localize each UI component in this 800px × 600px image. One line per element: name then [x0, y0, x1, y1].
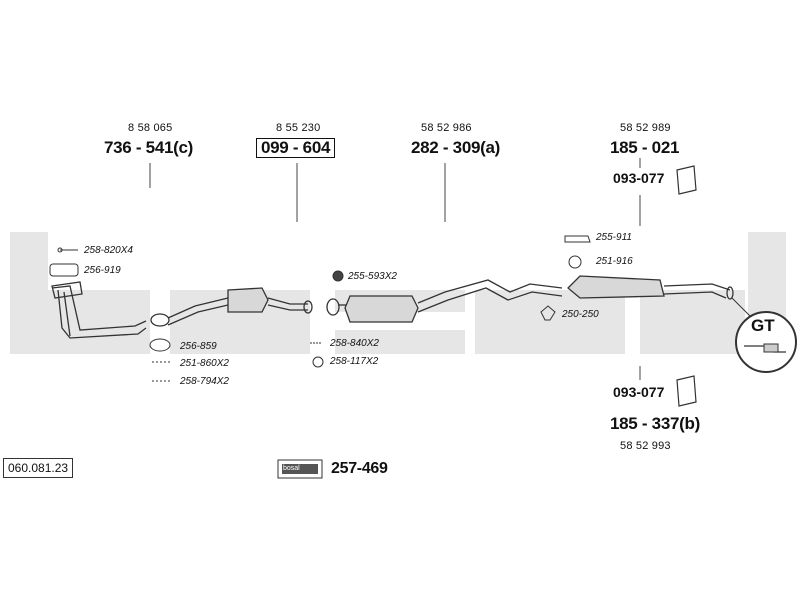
- bosal-kit-logo: [277, 459, 323, 479]
- rear-silencer-drawing: [567, 275, 734, 300]
- accessory-label[interactable]: 258-794X2: [180, 376, 229, 387]
- accessory-label[interactable]: 256-919: [84, 265, 121, 276]
- kit-logo-text: bosal: [283, 465, 300, 472]
- accessory-label[interactable]: 255-593X2: [348, 271, 397, 282]
- kit-part-number[interactable]: 257-469: [331, 460, 388, 477]
- accessory-label[interactable]: 251-916: [596, 256, 633, 267]
- rear-silencer-oe-number: 58 52 989: [620, 122, 671, 134]
- front-pipe-drawing: [51, 281, 147, 339]
- accessory-label[interactable]: 258-117X2: [330, 356, 379, 367]
- rear-mount-top-number[interactable]: 093-077: [613, 170, 665, 186]
- middle-silencer-oe-number: 58 52 986: [421, 122, 472, 134]
- middle-silencer-part-number[interactable]: 282 - 309(a): [411, 138, 501, 157]
- rear-silencer-part-number[interactable]: 185 - 021: [610, 138, 680, 157]
- rear-silencer-alt-oe-number: 58 52 993: [620, 440, 671, 452]
- accessory-label[interactable]: 256-859: [180, 341, 217, 352]
- diagram-code: 060.081.23: [3, 458, 74, 478]
- accessory-label[interactable]: 251-860X2: [180, 358, 229, 369]
- catalyst-drawing: [150, 287, 313, 327]
- rear-mount-bottom-number[interactable]: 093-077: [613, 384, 665, 400]
- front-pipe-part-number[interactable]: 736 - 541(c): [104, 138, 194, 157]
- middle-silencer-drawing: [326, 279, 563, 323]
- front-pipe-oe-number: 8 58 065: [128, 122, 173, 134]
- catalyst-oe-number: 8 55 230: [276, 122, 321, 134]
- leader-lines: [149, 158, 641, 380]
- rear-silencer-alt-part-number[interactable]: 185 - 337(b): [610, 414, 700, 433]
- accessory-label[interactable]: 250-250: [562, 309, 599, 320]
- gt-callout-label: GT: [751, 316, 775, 335]
- catalyst-part-number[interactable]: 099 - 604: [256, 138, 336, 158]
- accessory-label[interactable]: 258-820X4: [84, 245, 133, 256]
- mount-glyphs: [676, 165, 697, 407]
- gt-callout-circle: [731, 297, 797, 373]
- accessory-label[interactable]: 258-840X2: [330, 338, 379, 349]
- accessory-glyphs: [49, 235, 591, 382]
- accessory-label[interactable]: 255-911: [596, 232, 632, 243]
